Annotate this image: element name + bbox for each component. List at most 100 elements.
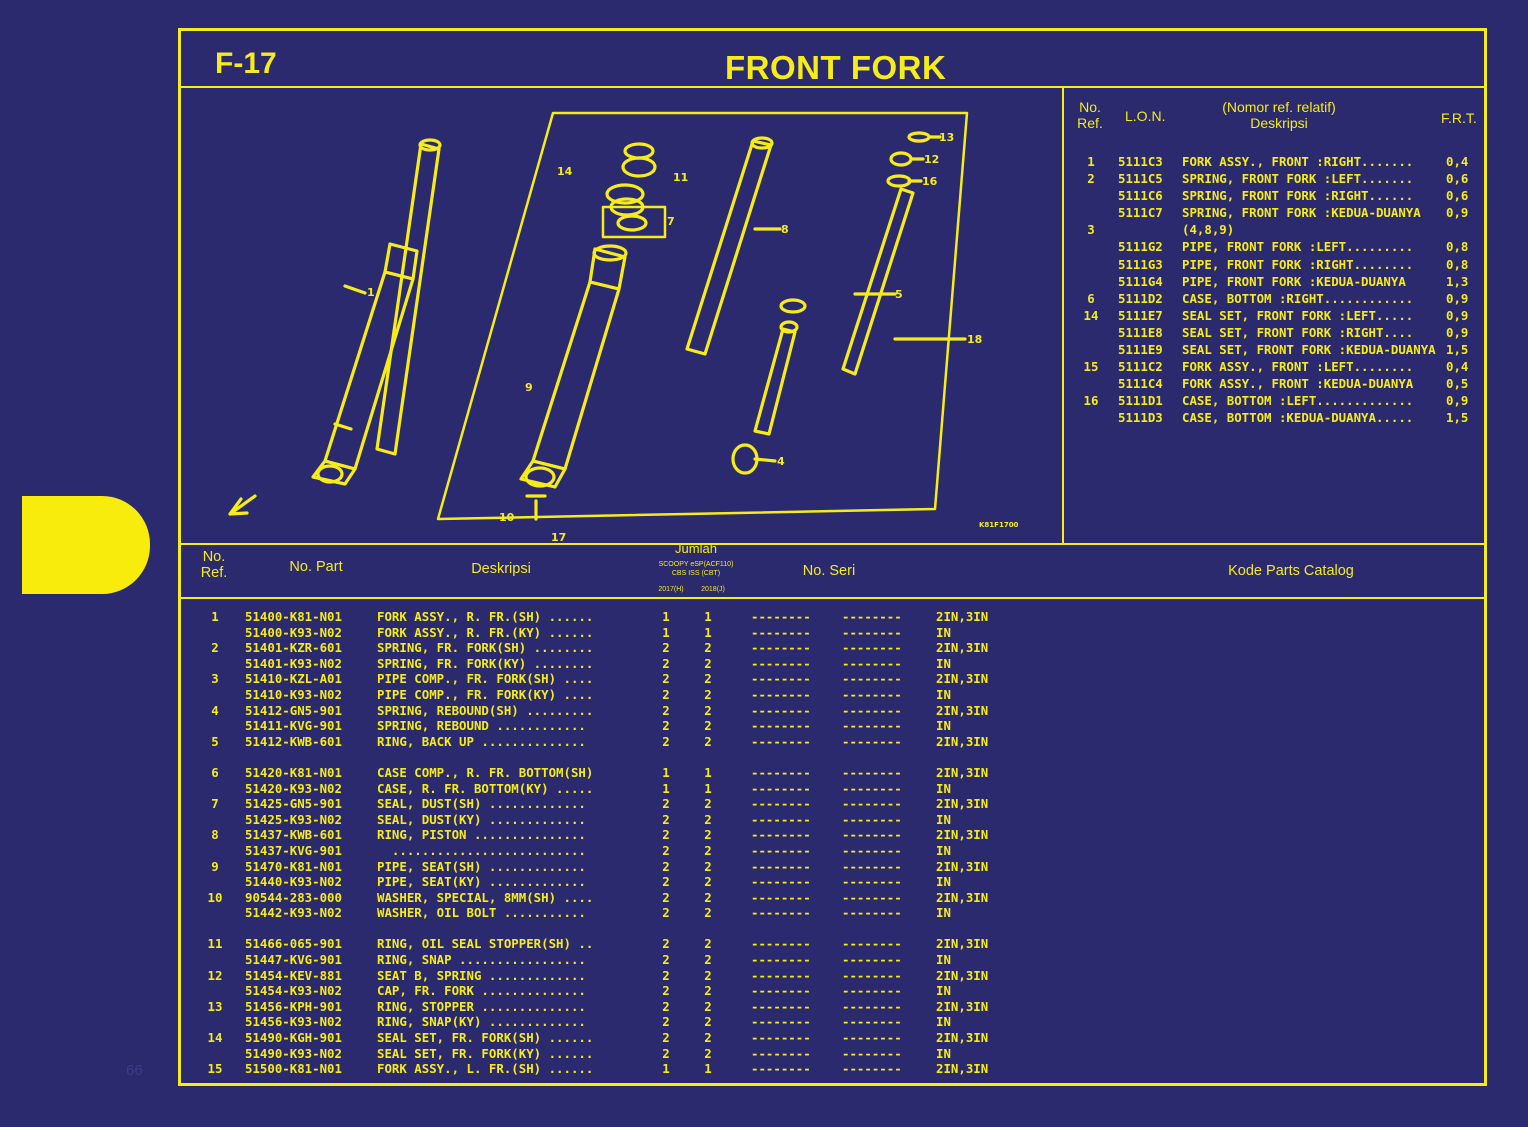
catalog-code: 2IN,3IN — [936, 702, 989, 718]
ref-lon: 5111C3 — [1118, 154, 1163, 169]
part-description: PIPE COMP., FR. FORK(KY) .... — [377, 686, 594, 702]
qty-2017: 2 — [662, 1045, 670, 1061]
serial-from: -------- — [751, 842, 811, 858]
part-number: 51425-K93-N02 — [245, 811, 342, 827]
part-description: SEAL SET, FR. FORK(SH) ...... — [377, 1030, 594, 1046]
qty-2018: 2 — [704, 811, 712, 827]
serial-to: -------- — [842, 609, 902, 624]
ref-desc: SEAL SET, FRONT FORK :LEFT..... — [1182, 307, 1414, 323]
serial-to: -------- — [842, 811, 902, 827]
part-description: RING, SNAP ................. — [377, 952, 586, 968]
catalog-code: IN — [936, 952, 951, 968]
part-number: 51442-K93-N02 — [245, 905, 342, 921]
part-ref-no: 3 — [211, 671, 219, 687]
section-code: F-17 — [215, 47, 277, 80]
part-description: SPRING, REBOUND ............ — [377, 718, 586, 734]
qty-2017: 2 — [662, 905, 670, 921]
parts-header-kode: Kode Parts Catalog — [1228, 563, 1354, 579]
qty-2018: 2 — [704, 655, 712, 671]
qty-2018: 1 — [704, 780, 712, 796]
part-number: 51440-K93-N02 — [245, 874, 342, 890]
part-description: SPRING, REBOUND(SH) ......... — [377, 702, 594, 718]
qty-2017: 2 — [662, 858, 670, 874]
part-number: 51466-065-901 — [245, 936, 342, 952]
qty-2018: 2 — [704, 1030, 712, 1046]
catalog-code: IN — [936, 811, 951, 827]
serial-from: -------- — [751, 1014, 811, 1030]
callout-11: 11 — [673, 171, 688, 184]
serial-from: -------- — [751, 624, 811, 640]
part-description: RING, STOPPER .............. — [377, 998, 586, 1014]
callout-9: 9 — [525, 381, 533, 394]
part-number: 51401-KZR-601 — [245, 640, 342, 656]
part-ref-no: 14 — [207, 1030, 223, 1046]
serial-from: -------- — [751, 718, 811, 734]
catalog-code: IN — [936, 718, 951, 734]
section-tab[interactable] — [22, 496, 150, 594]
part-number: 51410-K93-N02 — [245, 686, 342, 702]
part-ref-no: 15 — [207, 1061, 223, 1077]
qty-2018: 2 — [704, 983, 712, 999]
ref-desc: FORK ASSY., FRONT :RIGHT....... — [1182, 154, 1414, 169]
ref-desc: CASE, BOTTOM :LEFT............. — [1182, 393, 1414, 409]
catalog-code: IN — [936, 1014, 951, 1030]
ref-lon: 5111G2 — [1118, 239, 1163, 255]
callout-10: 10 — [499, 511, 515, 524]
ref-desc: FORK ASSY., FRONT :LEFT........ — [1182, 359, 1414, 375]
part-description: SEAT B, SPRING ............. — [377, 967, 586, 983]
part-description: .......................... — [377, 842, 586, 858]
qty-2018: 1 — [704, 764, 712, 780]
part-description: CASE COMP., R. FR. BOTTOM(SH) — [377, 764, 594, 780]
qty-2018: 2 — [704, 889, 712, 905]
part-number: 51420-K93-N02 — [245, 780, 342, 796]
qty-2018: 2 — [704, 998, 712, 1014]
serial-from: -------- — [751, 609, 811, 624]
part-description: SEAL, DUST(KY) ............. — [377, 811, 586, 827]
serial-to: -------- — [842, 874, 902, 890]
part-number: 51412-KWB-601 — [245, 733, 342, 749]
part-description: WASHER, OIL BOLT ........... — [377, 905, 586, 921]
qty-2018: 2 — [704, 842, 712, 858]
ref-desc: PIPE, FRONT FORK :KEDUA-DUANYA — [1182, 273, 1414, 289]
qty-2018: 2 — [704, 733, 712, 749]
group-spacer — [201, 749, 1041, 765]
qty-2017: 2 — [662, 686, 670, 702]
serial-to: -------- — [842, 764, 902, 780]
ref-lon: 5111D1 — [1118, 393, 1163, 409]
parts-header-year-2: 2018(J) — [701, 586, 725, 593]
qty-2018: 2 — [704, 1014, 712, 1030]
ref-lon: 5111C5 — [1118, 171, 1163, 187]
part-number: 51447-KVG-901 — [245, 952, 342, 968]
ref-frt: 0,4 — [1446, 359, 1469, 375]
serial-to: -------- — [842, 858, 902, 874]
qty-2018: 2 — [704, 827, 712, 843]
serial-to: -------- — [842, 998, 902, 1014]
catalog-code: 2IN,3IN — [936, 889, 989, 905]
ref-frt: 1,5 — [1446, 410, 1469, 426]
catalog-page: F-17 FRONT FORK — [178, 28, 1487, 1086]
callout-1: 1 — [367, 286, 375, 299]
catalog-code: IN — [936, 1045, 951, 1061]
part-description: SPRING, FR. FORK(KY) ........ — [377, 655, 594, 671]
part-number: 51454-K93-N02 — [245, 983, 342, 999]
callout-18: 18 — [967, 333, 982, 346]
catalog-code: IN — [936, 655, 951, 671]
qty-2017: 1 — [662, 609, 670, 624]
qty-2018: 1 — [704, 609, 712, 624]
ref-no: 14 — [1083, 307, 1099, 323]
serial-to: -------- — [842, 796, 902, 812]
table-row: 51410-K93-N02 PIPE COMP., FR. FORK(KY) ..… — [201, 687, 1041, 703]
